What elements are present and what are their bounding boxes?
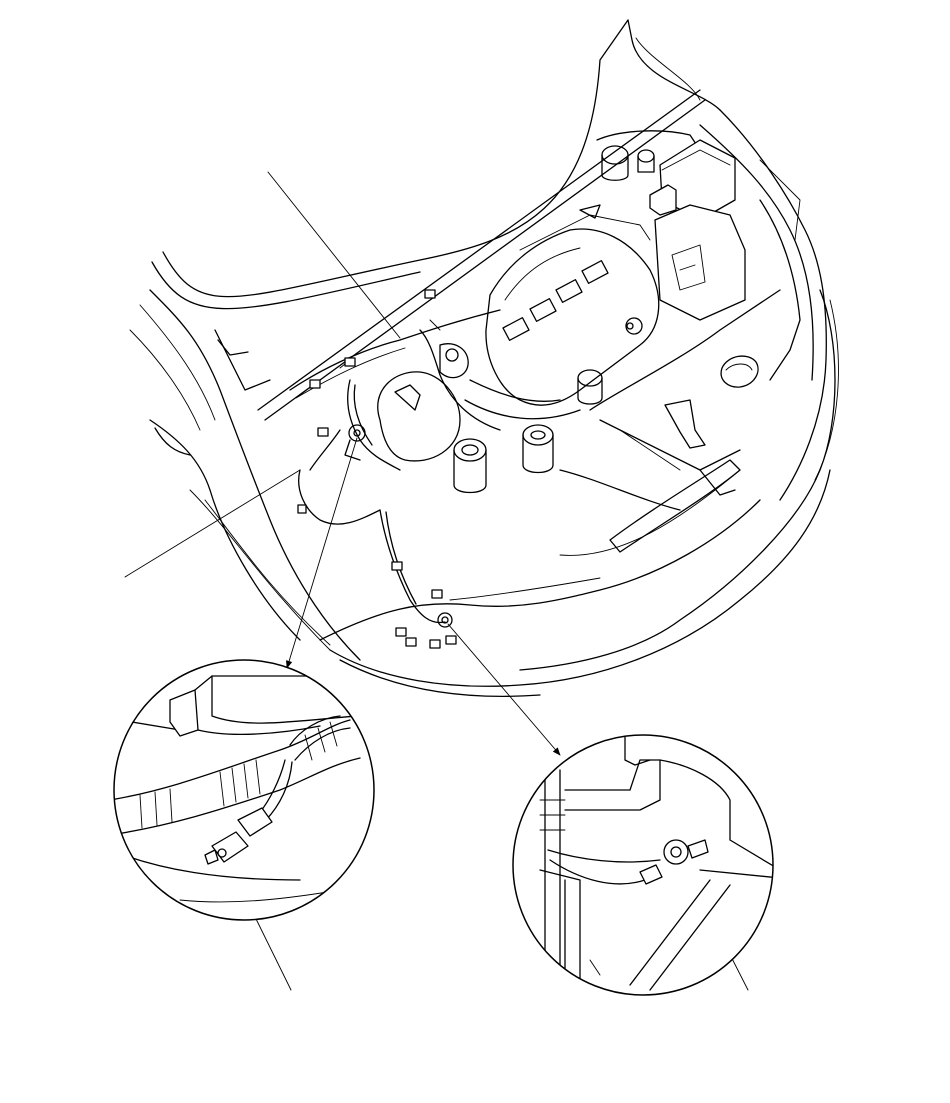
intake-manifold <box>377 343 581 462</box>
strut-towers <box>596 130 701 181</box>
arrow-to-detail-right <box>447 623 561 756</box>
ground-point-engine <box>344 424 366 461</box>
detail-view-right <box>512 734 774 996</box>
throttle-bodies <box>453 369 603 494</box>
left-fender <box>129 289 361 661</box>
leader-left-harness <box>124 469 301 578</box>
wire-harness <box>289 309 501 624</box>
vehicle-front-view <box>129 19 839 698</box>
hood <box>151 19 721 310</box>
detail-view-left <box>113 659 375 921</box>
arrow-to-detail-left <box>286 437 358 669</box>
harness-connectors <box>297 289 457 649</box>
battery-fuse-box <box>649 139 746 321</box>
ground-point-frame <box>437 612 453 628</box>
radiator-support <box>559 289 781 511</box>
leader-upper-harness <box>267 171 401 339</box>
right-body <box>519 109 839 671</box>
leader-lines <box>124 171 749 991</box>
front-bumper <box>319 459 831 698</box>
engine-cover <box>485 204 660 406</box>
reservoir-cap <box>664 355 759 449</box>
